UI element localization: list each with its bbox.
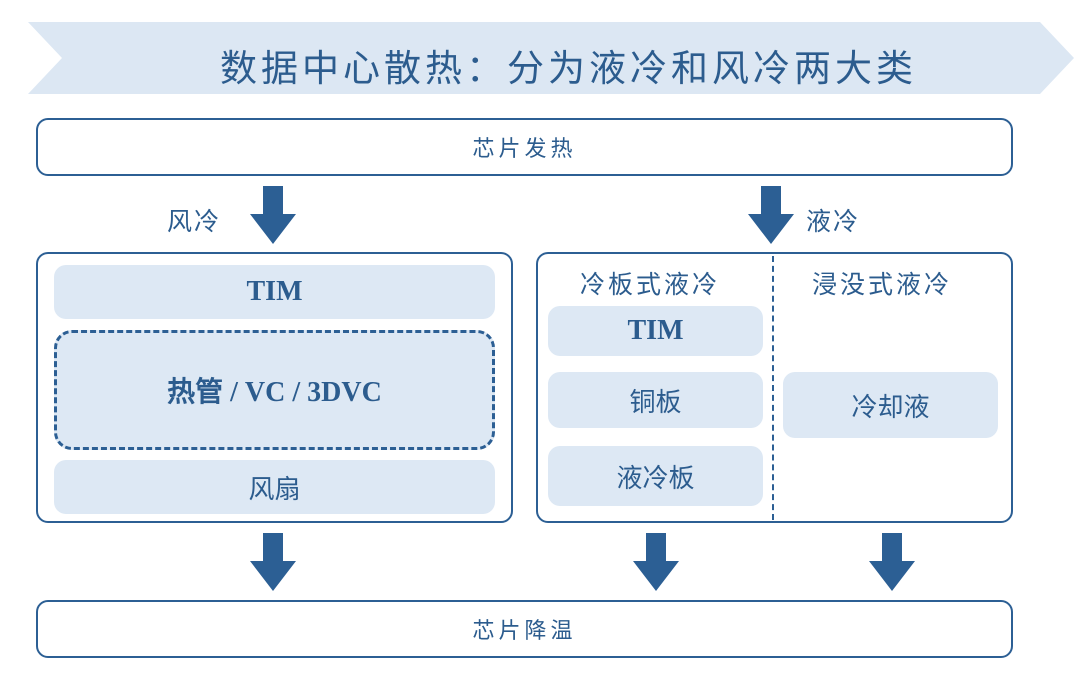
heat-pipe-vc-pill: 热管 / VC / 3DVC xyxy=(54,330,495,450)
coolant-pill: 冷却液 xyxy=(783,372,998,438)
banner-chevron-shape xyxy=(28,22,1074,94)
immersion-output-arrow-icon xyxy=(869,533,915,591)
cold-plate-tim-pill: TIM xyxy=(548,306,763,356)
copper-plate-pill: 铜板 xyxy=(548,372,763,428)
page-title: 数据中心散热：分为液冷和风冷两大类 xyxy=(220,47,917,90)
liquid-divider xyxy=(772,256,774,520)
heat-pipe-vc-label: 热管 / VC / 3DVC xyxy=(167,377,382,408)
chip-cooling-bar: 芯片降温 xyxy=(36,600,1013,658)
air-cooling-arrow-icon xyxy=(250,186,296,244)
title-banner: 数据中心散热：分为液冷和风冷两大类 xyxy=(0,0,1080,100)
liquid-cold-plate-pill: 液冷板 xyxy=(548,446,763,506)
liquid-cooling-label: 液冷 xyxy=(806,207,861,236)
air-tim-pill: TIM xyxy=(54,265,495,319)
chip-heat-label: 芯片发热 xyxy=(472,137,577,162)
chip-cooling-label: 芯片降温 xyxy=(472,619,577,644)
air-cooling-label: 风冷 xyxy=(167,207,222,236)
liquid-cooling-arrow-icon xyxy=(748,186,794,244)
chip-heat-bar: 芯片发热 xyxy=(36,118,1013,176)
cold-plate-output-arrow-icon xyxy=(633,533,679,591)
air-output-arrow-icon xyxy=(250,533,296,591)
fan-pill: 风扇 xyxy=(54,460,495,514)
cold-plate-heading: 冷板式液冷 xyxy=(580,270,721,299)
immersion-heading: 浸没式液冷 xyxy=(812,270,953,299)
